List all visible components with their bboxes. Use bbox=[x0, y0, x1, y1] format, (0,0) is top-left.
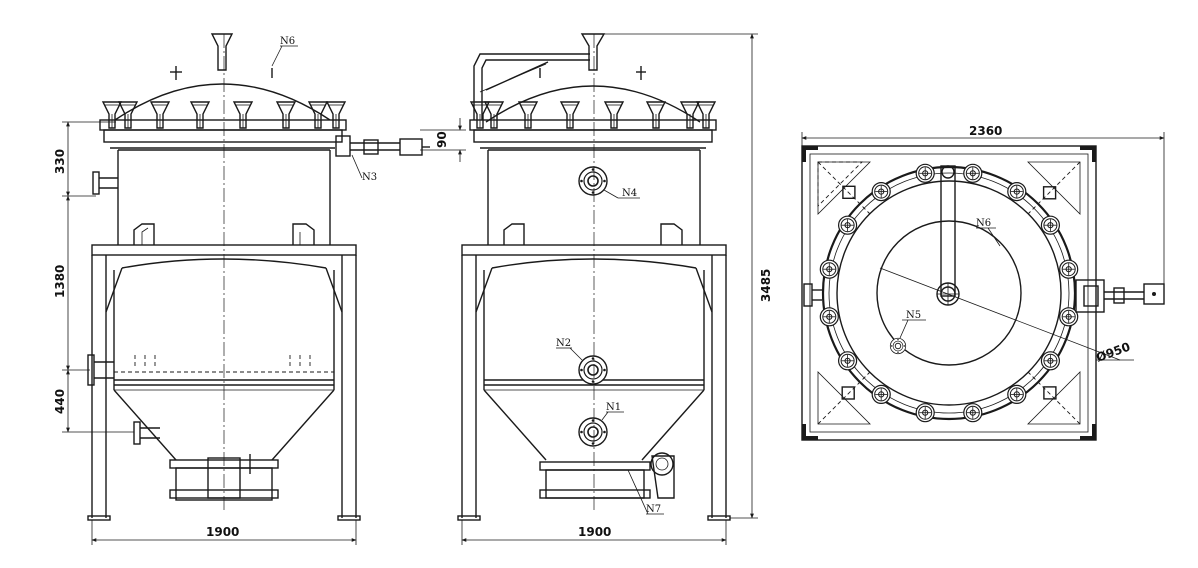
eyebolt-clamp-icon bbox=[819, 307, 839, 327]
eyebolt-clamp-icon bbox=[1007, 182, 1027, 202]
eyebolt-clamp-icon bbox=[819, 259, 839, 279]
dim-total-height: 3485 bbox=[759, 269, 773, 302]
lifting-lug-icon bbox=[470, 101, 716, 129]
eyebolt-clamp-icon bbox=[1040, 215, 1061, 235]
eyebolt-clamp-icon bbox=[915, 403, 935, 423]
lifting-lug-icon bbox=[1043, 386, 1057, 400]
dim-front-width: 1900 bbox=[206, 525, 239, 539]
tag-n1: N1 bbox=[606, 402, 621, 413]
dim-top-width: 2360 bbox=[969, 124, 1002, 138]
tag-n4: N4 bbox=[622, 188, 637, 199]
dim-side-width: 1900 bbox=[578, 525, 611, 539]
eyebolt-clamp-icon bbox=[963, 163, 983, 183]
eyebolt-clamp-icon bbox=[1059, 307, 1079, 327]
eyebolt-clamp-icon bbox=[1007, 384, 1027, 404]
tag-n3: N3 bbox=[362, 172, 377, 183]
eyebolt-clamp-icon bbox=[871, 182, 891, 202]
top-view bbox=[801, 145, 1165, 441]
dim-440: 440 bbox=[53, 389, 67, 414]
lifting-lug-icon bbox=[841, 386, 855, 400]
dim-330: 330 bbox=[53, 149, 67, 174]
flange-icon bbox=[578, 166, 608, 196]
eyebolt-clamp-icon bbox=[963, 403, 983, 423]
eyebolt-clamp-icon bbox=[871, 384, 891, 404]
tag-n6-front: N6 bbox=[280, 36, 295, 47]
tag-n2: N2 bbox=[556, 338, 571, 349]
lifting-lug-icon bbox=[842, 185, 856, 200]
flange-icon bbox=[578, 417, 608, 447]
dimensions: 1900 1900 2360 3485 330 1380 440 90 Ø950 bbox=[53, 33, 1165, 545]
eyebolt-clamp-icon bbox=[915, 163, 935, 183]
dim-90: 90 bbox=[435, 131, 449, 148]
dim-1380: 1380 bbox=[53, 265, 67, 298]
eyebolt-clamp-icon bbox=[1040, 351, 1061, 371]
eyebolt-clamp-icon bbox=[1059, 259, 1079, 279]
flange-icon bbox=[578, 355, 608, 385]
tag-n5: N5 bbox=[906, 310, 921, 321]
nozzle-tags: N6 N3 N4 N2 N1 N7 N6 N5 bbox=[280, 36, 991, 515]
handwheel-icon bbox=[936, 282, 960, 306]
eyebolt-clamp-icon bbox=[819, 163, 1079, 423]
tag-n7: N7 bbox=[646, 504, 661, 515]
side-view bbox=[457, 33, 731, 521]
dim-diameter: Ø950 bbox=[1094, 340, 1132, 365]
lifting-lug-icon bbox=[1042, 186, 1057, 200]
eyebolt-clamp-icon bbox=[837, 215, 858, 235]
tag-n6-top: N6 bbox=[976, 218, 991, 229]
eyebolt-clamp-icon bbox=[837, 351, 858, 371]
handwheel-icon bbox=[650, 452, 675, 499]
front-view bbox=[87, 33, 430, 521]
